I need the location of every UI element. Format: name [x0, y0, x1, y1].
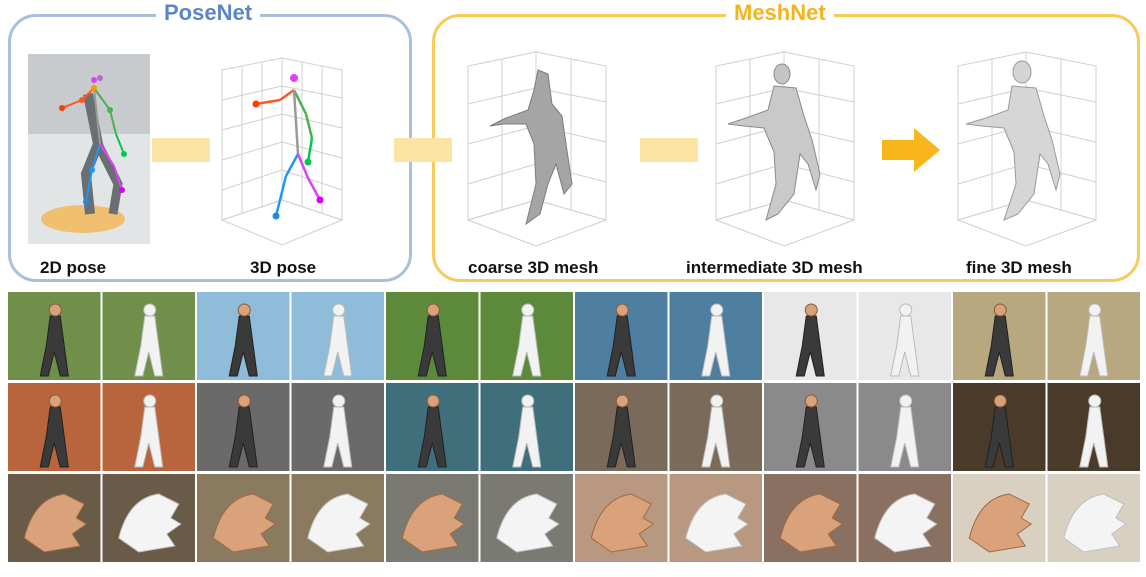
example-mesh-overlay [102, 474, 195, 562]
input-image-2d-pose [28, 54, 150, 244]
examples-svg [8, 292, 1140, 562]
example-mesh-overlay [1047, 383, 1140, 471]
grid-fine-mesh [956, 51, 1098, 247]
example-input-image [8, 383, 101, 471]
example-input-image [953, 292, 1046, 380]
example-input-image [764, 474, 857, 562]
example-mesh-overlay [480, 383, 573, 471]
example-input-image [197, 474, 290, 562]
grid-intermediate-mesh [714, 51, 856, 247]
example-input-image [197, 292, 290, 380]
example-mesh-overlay [1047, 292, 1140, 380]
example-input-image [764, 292, 857, 380]
example-mesh-overlay [858, 383, 951, 471]
plot-3d-pose [212, 50, 352, 250]
arrow-icon [882, 128, 940, 172]
stage-label-3d-pose: 3D pose [250, 258, 317, 277]
example-mesh-overlay [102, 383, 195, 471]
grid-3d-pose [220, 57, 344, 246]
example-mesh-overlay [669, 383, 762, 471]
grid-coarse-mesh [466, 51, 608, 247]
plot-fine-mesh [946, 44, 1106, 250]
example-input-image [953, 383, 1046, 471]
stage-label-coarse-mesh: coarse 3D mesh [468, 258, 599, 277]
example-mesh-overlay [858, 292, 951, 380]
examples-grid [8, 292, 1140, 572]
example-input-image [386, 474, 479, 562]
example-input-image [953, 474, 1046, 562]
example-input-image [8, 474, 101, 562]
example-input-image [575, 292, 668, 380]
example-input-image [386, 383, 479, 471]
stage-label-fine-mesh: fine 3D mesh [966, 258, 1072, 277]
example-mesh-overlay [291, 474, 384, 562]
posenet-title: PoseNet [156, 0, 261, 26]
surfer-image [28, 54, 150, 244]
example-mesh-overlay [669, 292, 762, 380]
refine-arrow [882, 128, 940, 172]
meshnet-title: MeshNet [726, 0, 834, 26]
example-mesh-overlay [858, 474, 951, 562]
stage-label-2d-pose: 2D pose [40, 258, 107, 277]
connector-pose-to-mesh [394, 138, 452, 162]
example-input-image [575, 383, 668, 471]
example-mesh-overlay [291, 292, 384, 380]
example-mesh-overlay [291, 383, 384, 471]
example-input-image [197, 383, 290, 471]
connector-2d-to-3d [152, 138, 210, 162]
example-mesh-overlay [480, 292, 573, 380]
example-mesh-overlay [1047, 474, 1140, 562]
example-mesh-overlay [102, 292, 195, 380]
example-input-image [386, 292, 479, 380]
plot-coarse-mesh [456, 44, 616, 250]
example-input-image [8, 292, 101, 380]
example-mesh-overlay [480, 474, 573, 562]
connector-coarse-to-intermediate [640, 138, 698, 162]
plot-intermediate-mesh [704, 44, 864, 250]
stage-label-intermediate-mesh: intermediate 3D mesh [686, 258, 863, 277]
example-input-image [764, 383, 857, 471]
example-mesh-overlay [669, 474, 762, 562]
example-input-image [575, 474, 668, 562]
